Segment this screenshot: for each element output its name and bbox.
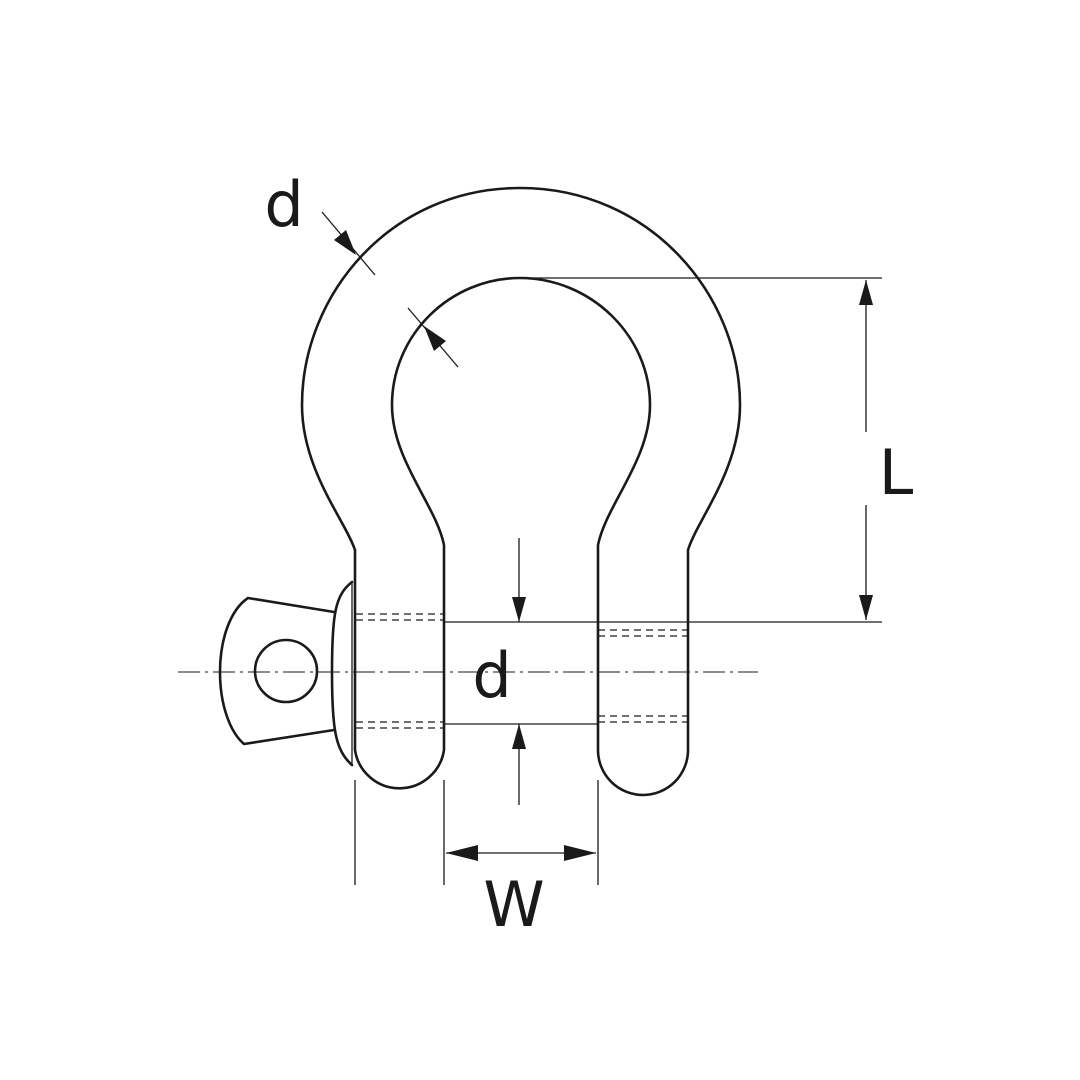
height-arrow-bottom [859, 595, 873, 620]
pin-diameter-label: d [472, 639, 511, 712]
pin-head-collar [330, 580, 354, 767]
height-arrow-top [859, 280, 873, 305]
pin-eye-hole [253, 638, 319, 704]
width-arrow-right [564, 845, 596, 861]
height-label: L [879, 436, 914, 509]
bow-thickness-arrow [334, 230, 356, 255]
bow-thickness-label: d [264, 168, 303, 241]
width-label: W [483, 868, 544, 941]
pin-diameter-arrow-top [512, 597, 526, 622]
bow-outer-outline [300, 186, 742, 797]
bow-thickness-arrow [424, 326, 446, 351]
pin-diameter-arrow-bottom [512, 724, 526, 749]
width-arrow-left [446, 845, 478, 861]
